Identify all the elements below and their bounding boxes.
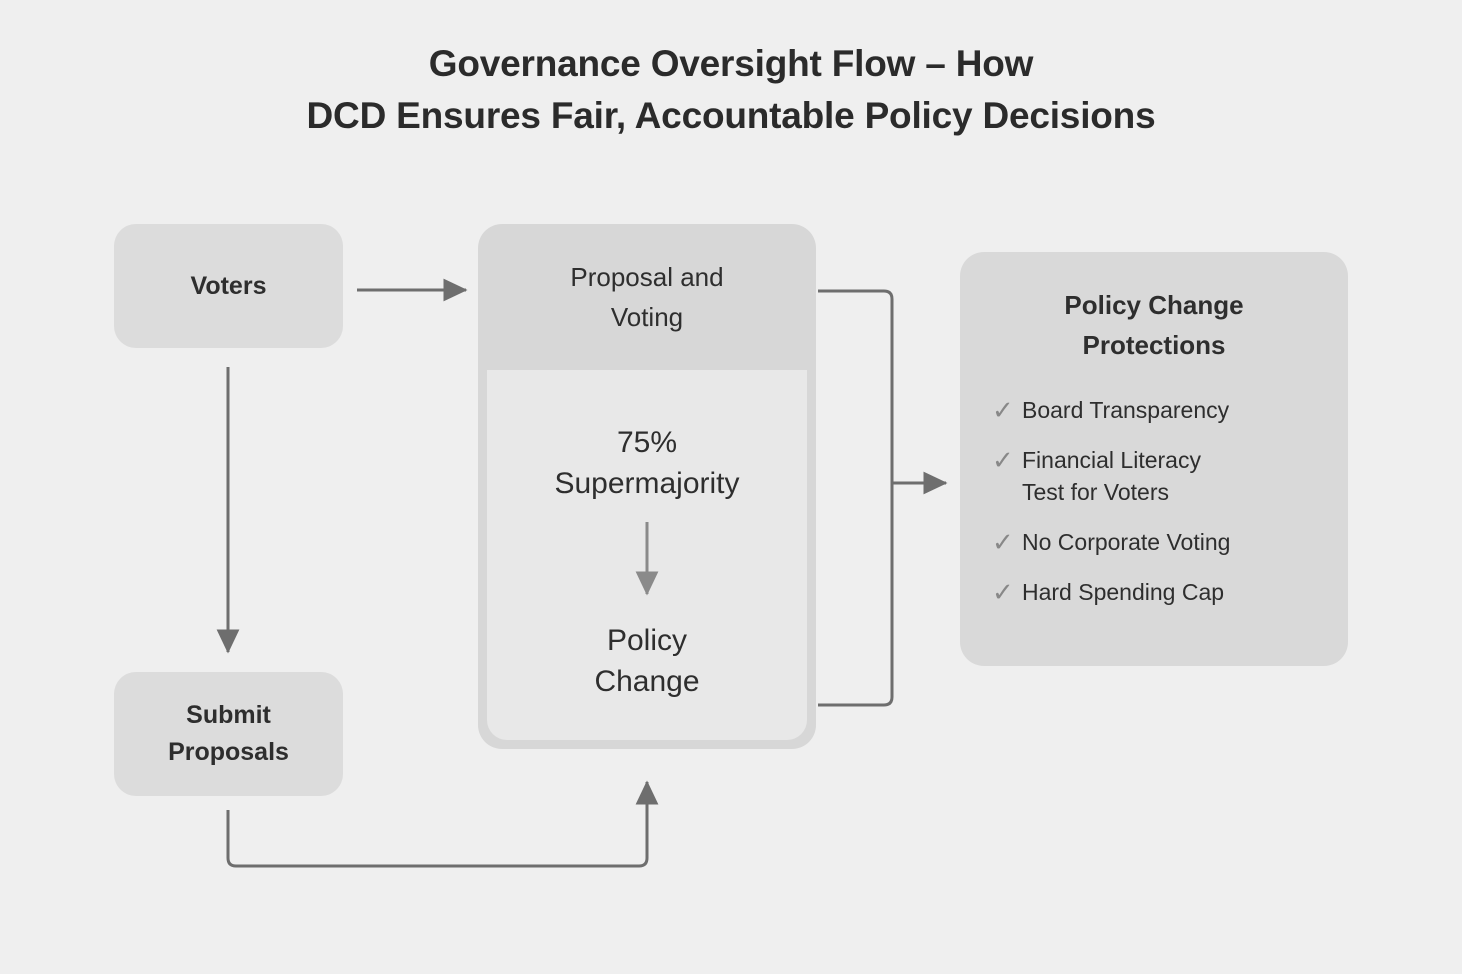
process-header-line-2: Voting: [610, 302, 684, 332]
panel-policy-change-protections[interactable]: Policy Change Protections ✓ Board Transp…: [960, 252, 1348, 666]
process-header-line-1: Proposal and: [570, 262, 724, 292]
node-submit-proposals-label: Submit Proposals: [168, 697, 289, 771]
protections-title-line-1: Policy Change: [1064, 290, 1244, 320]
page-title-line-2: DCD Ensures Fair, Accountable Policy Dec…: [306, 95, 1156, 136]
node-submit-proposals-line-2: Proposals: [168, 738, 289, 766]
protection-label: Board Transparency: [1022, 397, 1230, 423]
policy-change-line-2: Change: [594, 665, 700, 698]
protection-label: No Corporate Voting: [1022, 529, 1231, 555]
protections-title-line-2: Protections: [1082, 330, 1226, 360]
policy-change-line-1: Policy: [606, 624, 688, 657]
supermajority-percent: 75%: [616, 426, 678, 459]
protections-title: Policy Change Protections: [960, 285, 1348, 365]
node-submit-proposals[interactable]: Submit Proposals: [114, 672, 343, 796]
connector-process-to-protections-bottom: [818, 483, 894, 707]
process-header-label: Proposal and Voting: [570, 257, 723, 337]
process-step-policy-change: Policy Change: [487, 620, 807, 702]
protection-item: ✓ Board Transparency: [992, 394, 1332, 426]
process-body: 75% Supermajority Policy Change: [487, 370, 807, 740]
process-inner-arrow: [635, 522, 659, 596]
node-proposal-and-voting[interactable]: Proposal and Voting 75% Supermajority Po…: [478, 224, 816, 749]
check-icon: ✓: [992, 445, 1014, 475]
process-step-supermajority: 75% Supermajority: [487, 422, 807, 504]
protections-list: ✓ Board Transparency ✓ Financial Literac…: [992, 394, 1332, 626]
protection-item: ✓ Financial Literacy Test for Voters: [992, 444, 1332, 508]
check-icon: ✓: [992, 577, 1014, 607]
page-title: Governance Oversight Flow – How DCD Ensu…: [0, 38, 1462, 142]
node-voters[interactable]: Voters: [114, 224, 343, 348]
check-icon: ✓: [992, 527, 1014, 557]
protection-label: Hard Spending Cap: [1022, 579, 1225, 605]
protection-item: ✓ Hard Spending Cap: [992, 576, 1332, 608]
protection-label: Financial Literacy Test for Voters: [1022, 447, 1201, 505]
node-voters-label: Voters: [190, 272, 267, 300]
check-icon: ✓: [992, 395, 1014, 425]
connector-process-to-protections-top: [818, 289, 894, 483]
protection-item: ✓ No Corporate Voting: [992, 526, 1332, 558]
process-header: Proposal and Voting: [478, 224, 816, 370]
supermajority-label: Supermajority: [554, 467, 740, 500]
node-submit-proposals-line-1: Submit: [186, 701, 271, 729]
page-title-line-1: Governance Oversight Flow – How: [428, 43, 1034, 84]
